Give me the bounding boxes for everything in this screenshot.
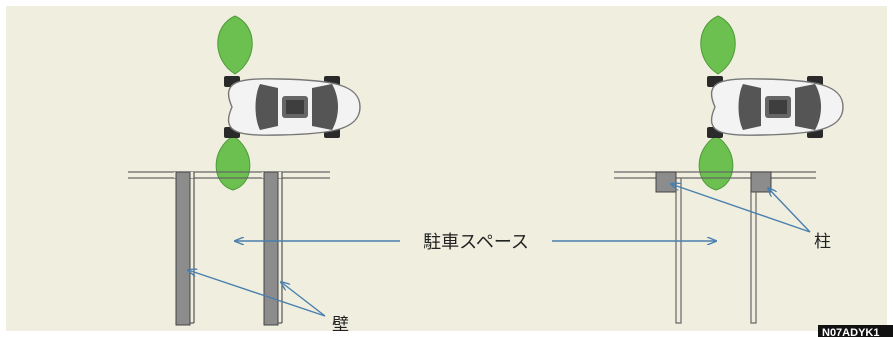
wall-left-1 (175, 171, 195, 326)
pillar-label: 柱 (814, 232, 831, 252)
curb-line-left (128, 171, 330, 179)
car-left (224, 76, 361, 138)
sensor-lobe-front-left (217, 15, 253, 75)
figure-code-badge (818, 325, 893, 337)
curb-line-right (614, 171, 816, 179)
pillar-right-2 (750, 171, 772, 193)
parking-space-label: 駐車スペース (423, 232, 529, 253)
pillar-right-1 (655, 171, 677, 193)
space-line-right-2 (750, 192, 757, 324)
left-scene: 壁 (128, 15, 361, 335)
wall-arrow-2 (281, 282, 326, 317)
sensor-lobe-front-right (700, 15, 736, 75)
space-line-right-1 (675, 178, 682, 324)
wall-left-2 (263, 171, 283, 326)
wall-arrow-1 (188, 270, 326, 317)
wall-label: 壁 (332, 315, 349, 335)
sensor-lobe-rear-left (215, 135, 251, 191)
sensor-lobe-rear-right (698, 135, 734, 191)
background-panel (6, 6, 887, 331)
pillar-arrow-1 (671, 184, 811, 233)
pillar-arrow-2 (768, 188, 811, 233)
car-right (707, 76, 844, 138)
right-scene: 柱 (614, 15, 844, 324)
figure-code: N07ADYK1 (822, 327, 879, 337)
